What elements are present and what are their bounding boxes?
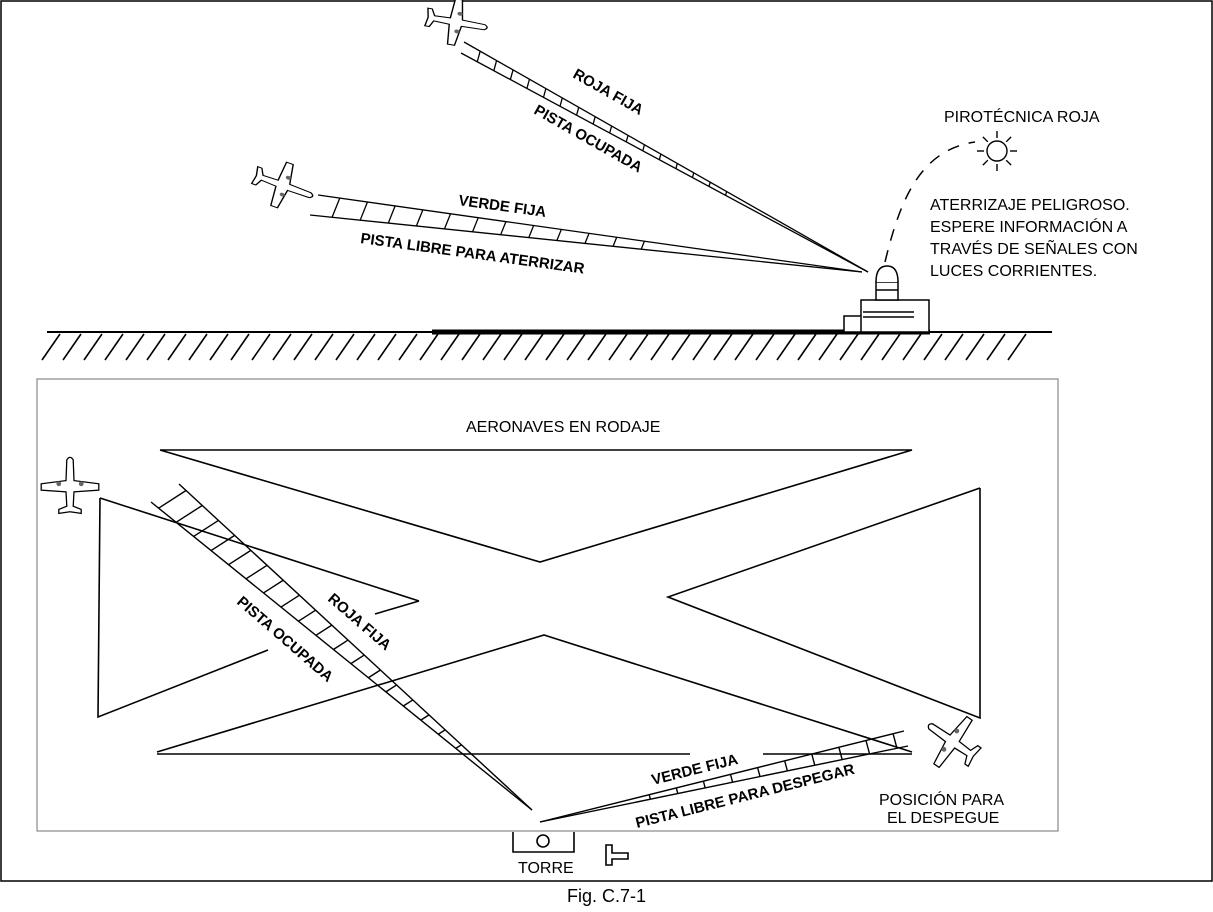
pyrotechnic-meaning-line-1: ATERRIZAJE PELIGROSO. [930, 197, 1130, 214]
red-light-beam-bottom [150, 483, 533, 811]
red-light-label-bottom: ROJA FIJA [324, 590, 394, 654]
pyrotechnic-meaning-line-3: TRAVÉS DE SEÑALES CON [930, 238, 1138, 258]
pyrotechnic-trajectory [884, 141, 976, 263]
takeoff-position-line-2: EL DESPEGUE [887, 810, 999, 827]
pyrotechnic-label: PIROTÉCNICA ROJA [944, 107, 1100, 126]
red-light-label-top: ROJA FIJA [570, 66, 646, 119]
airplane-icon [246, 152, 322, 219]
green-light-beam-bottom [539, 730, 909, 823]
outer-frame [0, 0, 1213, 882]
bottom-scene: AERONAVES EN RODAJE ROJA FIJA PISTA OCUP… [36, 378, 1059, 877]
taxiing-aircraft-title: AERONAVES EN RODAJE [466, 419, 660, 436]
green-light-beam-top [309, 194, 863, 273]
green-light-meaning-top: PISTA LIBRE PARA ATERRIZAR [359, 230, 585, 278]
takeoff-position-line-1: POSICIÓN PARA [879, 790, 1004, 809]
signal-lamp-icon [875, 265, 899, 283]
ground-line [41, 329, 1052, 361]
pyrotechnic-meaning-line-2: ESPERE INFORMACIÓN A [930, 217, 1128, 236]
airplane-icon [40, 456, 100, 515]
runway-layout [97, 449, 981, 755]
airplane-icon [421, 0, 492, 52]
tower-label: TORRE [518, 860, 574, 877]
control-tower-icon [512, 832, 629, 866]
top-scene: ROJA FIJA PISTA OCUPADA VERDE FIJA PISTA… [41, 0, 1138, 361]
figure-caption: Fig. C.7-1 [566, 886, 647, 906]
red-light-beam-top [460, 41, 869, 273]
airfield-plan-frame [36, 378, 1059, 832]
flare-burst-icon [977, 131, 1017, 171]
control-building [843, 281, 930, 333]
pyrotechnic-meaning-line-4: LUCES CORRIENTES. [930, 263, 1097, 280]
